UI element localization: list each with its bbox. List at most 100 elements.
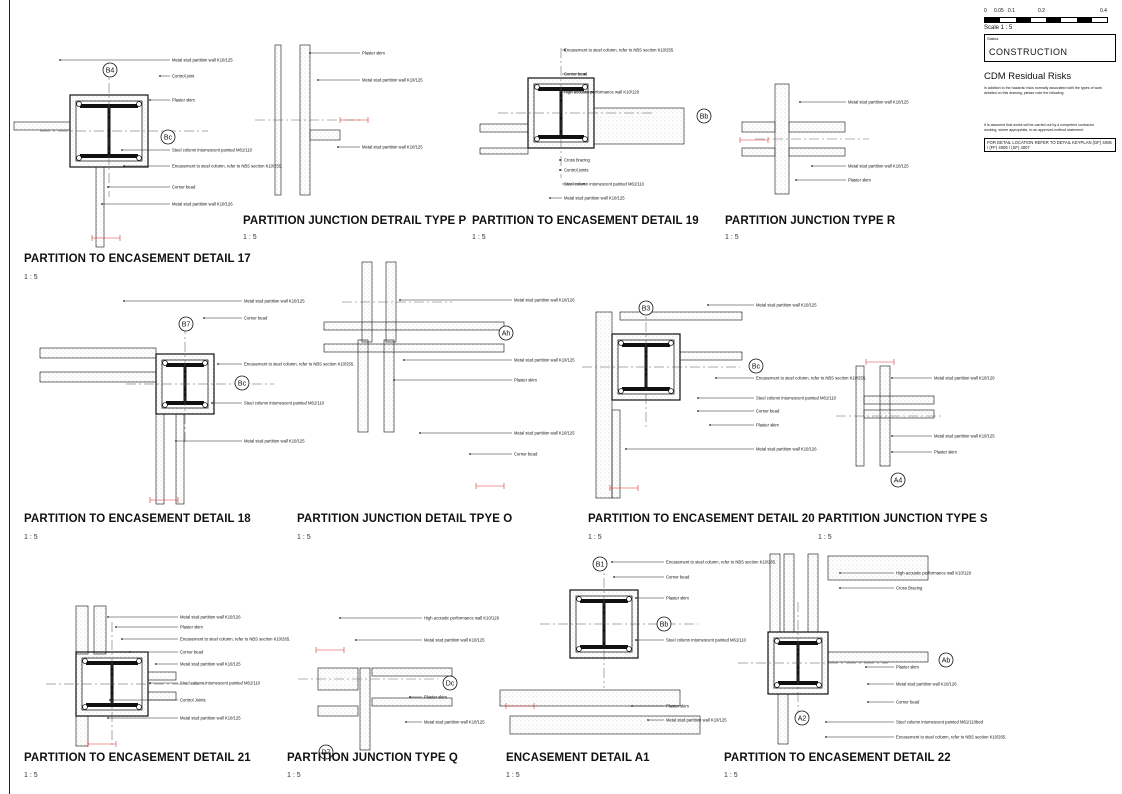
- leader-dot: [109, 699, 111, 701]
- partition-wall: [788, 147, 846, 157]
- corner-bead: [582, 136, 588, 142]
- grid-tag-label: A4: [894, 478, 903, 485]
- corner-bead: [576, 646, 582, 652]
- annotation-label: High acoustic performance wall K10/129: [424, 616, 500, 621]
- annotation-label: Metal stud partition wall K10/126: [172, 202, 233, 207]
- leader-dot: [121, 638, 123, 640]
- cdm-paragraph-1: In addition to the hazards/ risks normal…: [984, 86, 1103, 95]
- partition-wall: [593, 107, 685, 145]
- view-title-jQ: PARTITION JUNCTION TYPE Q: [287, 752, 458, 764]
- annotation-label: Metal stud partition wall K10/125: [848, 164, 909, 169]
- annotation-label: Metal stud partition wall K10/126: [934, 376, 995, 381]
- grid-tag-label: B4: [106, 68, 115, 75]
- partition-wall: [371, 667, 453, 677]
- leader-dot: [355, 639, 357, 641]
- status-value: CONSTRUCTION: [989, 47, 1068, 57]
- grid-tag-bubble: [638, 300, 654, 316]
- view-scale-jQ: 1 : 5: [287, 772, 301, 779]
- leader-dot: [159, 75, 161, 77]
- annotation-label: Plaster skim: [424, 695, 447, 700]
- partition-wall: [75, 715, 89, 747]
- annotation-label: Metal stud partition wall K10/126: [896, 682, 957, 687]
- annotation-label: High acoustic performance wall K10/129: [564, 90, 640, 95]
- annotation-label: Corner bead: [666, 575, 690, 580]
- leader-dot: [697, 410, 699, 412]
- title-block: 0 0.05 0.1 0.2 0.4 Scale 1 : 5 Status CO…: [984, 8, 1116, 153]
- annotation-label: Plaster skim: [666, 596, 689, 601]
- partition-wall: [357, 339, 369, 433]
- corner-bead: [202, 360, 208, 366]
- annotation-label: Metal stud partition wall K10/125: [424, 720, 485, 725]
- corner-bead: [582, 84, 588, 90]
- annotation-label: Plaster skim: [172, 98, 195, 103]
- view-scale-d22: 1 : 5: [724, 772, 738, 779]
- scale-tick-1: 0.05: [994, 8, 1004, 14]
- leader-dot: [891, 435, 893, 437]
- leader-dot: [631, 705, 633, 707]
- leader-dot: [339, 617, 341, 619]
- leader-dot: [635, 639, 637, 641]
- detail-location-note: FOR DETAIL LOCATION REFER TO DETAIL KEYP…: [984, 138, 1116, 153]
- annotation-label: Metal stud partition wall K10/125: [244, 299, 305, 304]
- grid-tag-label: B7: [182, 322, 191, 329]
- annotation-label: Plaster skim: [666, 704, 689, 709]
- view-title-jP: PARTITION JUNCTION DETRAIL TYPE P: [243, 215, 467, 227]
- partition-wall: [147, 691, 177, 701]
- leader-dot: [709, 424, 711, 426]
- partition-wall: [611, 409, 621, 499]
- partition-wall: [309, 129, 341, 141]
- view-title-d18: PARTITION TO ENCASEMENT DETAIL 18: [24, 513, 251, 525]
- partition-wall: [788, 121, 846, 133]
- annotation-label: Encasement to steel column, refer to NBS…: [172, 164, 282, 169]
- partition-wall: [679, 351, 743, 361]
- grid-tag-bubble: [794, 710, 810, 726]
- view-d18: Metal stud partition wall K10/125Corner …: [39, 299, 354, 505]
- leader-dot: [149, 682, 151, 684]
- leader-dot: [175, 440, 177, 442]
- partition-wall: [155, 413, 165, 505]
- leader-dot: [115, 626, 117, 628]
- leader-dot: [129, 651, 131, 653]
- view-title-d20: PARTITION TO ENCASEMENT DETAIL 20: [588, 513, 815, 525]
- partition-wall: [371, 697, 453, 707]
- grid-tag-label: Bc: [752, 364, 761, 371]
- annotation-label: Steel column intumescent painted M61/110…: [896, 720, 984, 725]
- view-scale-jS: 1 : 5: [818, 534, 832, 541]
- grid-tag-label: Bc: [164, 135, 173, 142]
- leader-dot: [867, 701, 869, 703]
- view-title-jO: PARTITION JUNCTION DETAIL TPYE O: [297, 513, 513, 525]
- corner-bead: [162, 360, 168, 366]
- leader-dot: [107, 616, 109, 618]
- partition-wall: [323, 343, 505, 353]
- annotation-label: Corner bead: [514, 452, 538, 457]
- grid-tag-bubble: [498, 325, 514, 341]
- annotation-label: Steel column intumescent painted M61/110: [756, 396, 837, 401]
- grid-tag-bubble: [748, 358, 764, 374]
- annotation-label: Metal stud partition wall K10/125: [244, 439, 305, 444]
- grid-tag-bubble: [178, 316, 194, 332]
- partition-wall: [317, 705, 359, 717]
- corner-bead: [534, 84, 540, 90]
- grid-tag-label: Dc: [446, 681, 455, 688]
- leader-dot: [549, 197, 551, 199]
- leader-dot: [564, 49, 566, 51]
- leader-dot: [795, 179, 797, 181]
- scale-bar-ticks: 0 0.05 0.1 0.2 0.4: [984, 8, 1116, 16]
- partition-wall: [323, 321, 505, 331]
- scale-bar: [984, 17, 1108, 23]
- steel-flange-bottom: [86, 703, 138, 707]
- annotation-label: Metal stud partition wall K10/125: [514, 431, 575, 436]
- leader-dot: [635, 597, 637, 599]
- annotation-label: Steel column intumescent painted M61/110: [244, 401, 325, 406]
- view-d19: Encasement to steel column, refer to NBS…: [479, 48, 712, 201]
- grid-tag-label: Bb: [700, 114, 709, 121]
- status-box: Status CONSTRUCTION: [984, 34, 1116, 62]
- annotation-label: Metal stud partition wall K10/125: [514, 358, 575, 363]
- view-scale-jP: 1 : 5: [243, 234, 257, 241]
- corner-bead: [534, 136, 540, 142]
- partition-wall: [863, 395, 935, 405]
- partition-wall: [479, 147, 529, 155]
- grid-tag-label: B1: [596, 562, 605, 569]
